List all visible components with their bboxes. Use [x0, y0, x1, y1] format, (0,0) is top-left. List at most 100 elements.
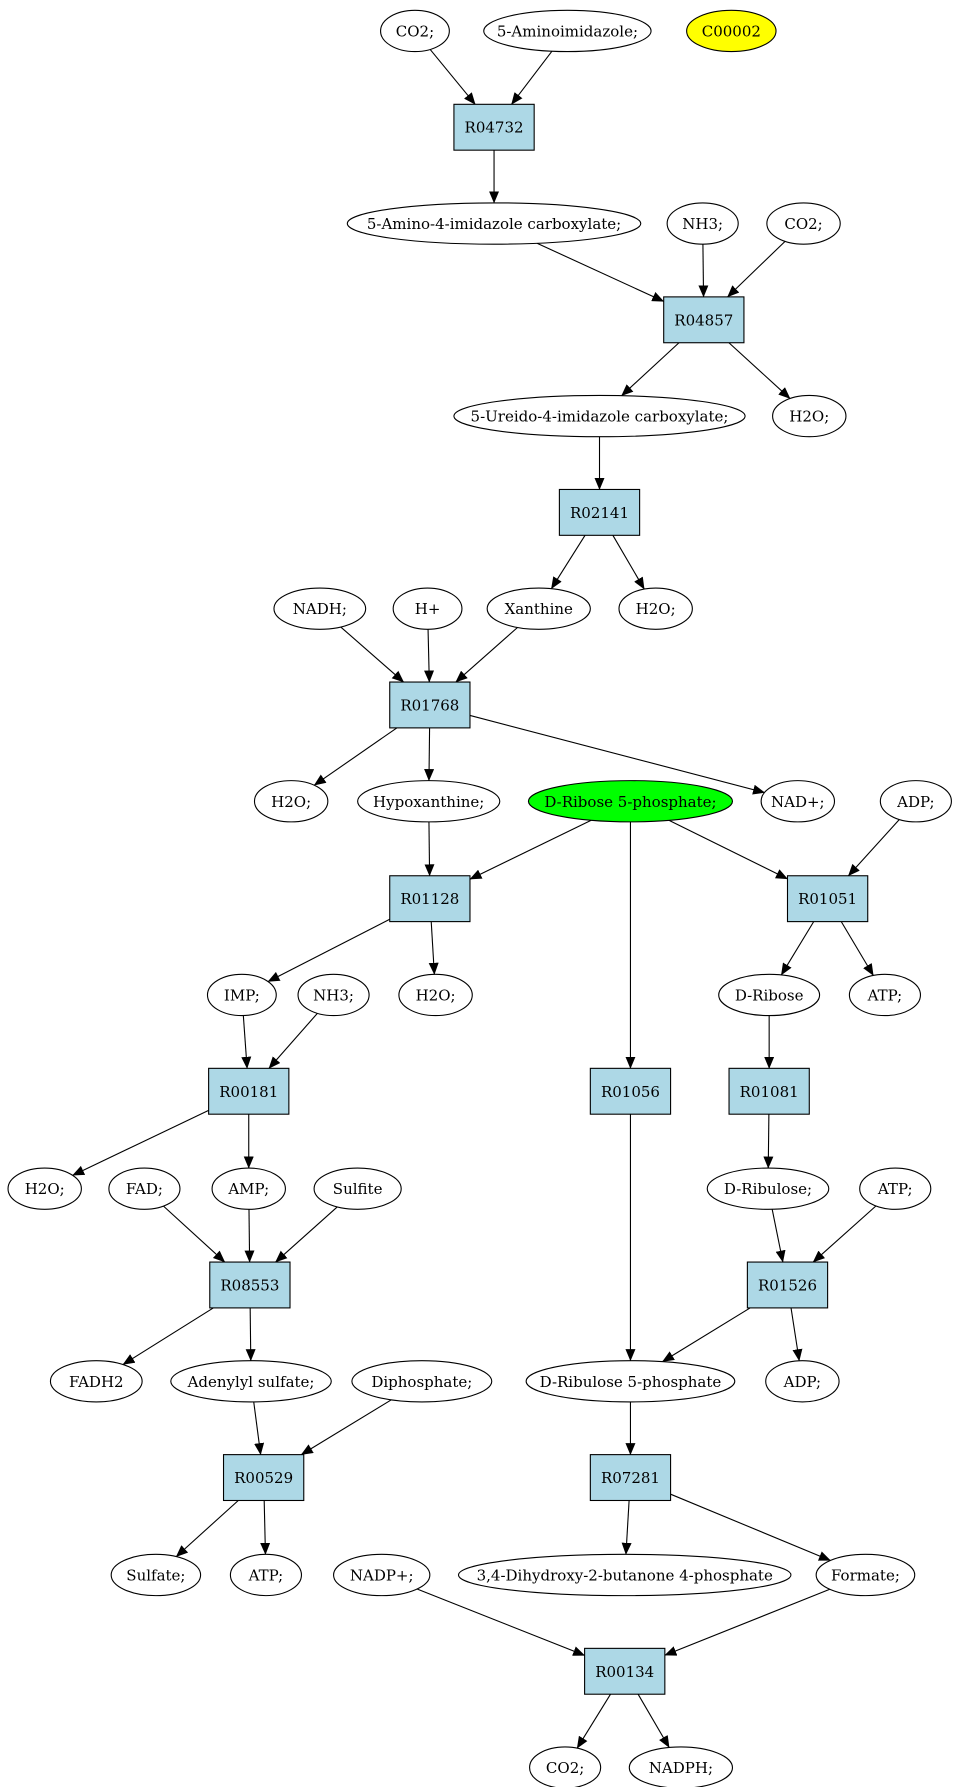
compound-ellipse: [772, 394, 847, 438]
compound-ellipse: [483, 9, 652, 53]
compound-node-dihydroxy[interactable]: 3,4-Dihydroxy-2-butanone 4-phosphate: [457, 1553, 792, 1597]
compound-ellipse: [815, 1553, 916, 1597]
compound-node-hypoxanthine[interactable]: Hypoxanthine;: [357, 780, 501, 823]
compound-node-aminoimidazole[interactable]: 5-Aminoimidazole;: [483, 9, 652, 53]
edge-xanthine-to-r01768: [455, 627, 518, 683]
edge-r00529-to-sulfate: [175, 1500, 239, 1558]
compound-node-diphosphate[interactable]: Diphosphate;: [351, 1360, 493, 1403]
reaction-node-r04732[interactable]: R04732: [453, 103, 535, 151]
compound-node-fad[interactable]: FAD;: [108, 1167, 181, 1210]
edge-r08553-to-adenylyl: [245, 1307, 256, 1362]
node-label: D-Ribulose 5-phosphate: [540, 1373, 722, 1391]
reaction-box: [663, 296, 745, 344]
compound-node-amino_carbox[interactable]: 5-Amino-4-imidazole carboxylate;: [346, 202, 642, 245]
node-label: Formate;: [831, 1566, 900, 1584]
compound-node-sulfite[interactable]: Sulfite: [313, 1167, 402, 1210]
node-label: Sulfate;: [126, 1566, 185, 1584]
node-label: AMP;: [227, 1180, 269, 1198]
compound-node-ribose5p[interactable]: D-Ribose 5-phosphate;: [527, 780, 734, 823]
reaction-box: [589, 1067, 672, 1115]
compound-ellipse: [211, 1167, 286, 1210]
compound-node-atp_c[interactable]: ATP;: [229, 1553, 303, 1597]
compound-node-h2o_d[interactable]: H2O;: [398, 973, 473, 1017]
node-label: 3,4-Dihydroxy-2-butanone 4-phosphate: [477, 1566, 773, 1584]
reaction-node-r00181[interactable]: R00181: [208, 1067, 290, 1115]
node-label: NH3;: [682, 215, 723, 233]
edge-aminoimidazole-to-r04732: [511, 50, 553, 105]
compound-node-ureido_carbox[interactable]: 5-Ureido-4-imidazole carboxylate;: [453, 394, 746, 438]
compound-node-h2o_a[interactable]: H2O;: [772, 394, 847, 438]
compound-ellipse: [7, 1167, 82, 1210]
edge-nadh-to-r01768: [340, 626, 405, 683]
reaction-node-r04857[interactable]: R04857: [663, 296, 745, 344]
edge-r01128-to-imp: [267, 918, 390, 983]
edge-r02141-to-h2o_b: [612, 535, 645, 590]
reaction-node-r01056[interactable]: R01056: [589, 1067, 672, 1115]
compound-node-nh3_a[interactable]: NH3;: [666, 202, 739, 245]
compound-node-adp_b[interactable]: ADP;: [765, 1360, 840, 1403]
compound-node-imp[interactable]: IMP;: [206, 973, 277, 1017]
compound-node-dribose[interactable]: D-Ribose: [718, 973, 821, 1017]
node-label: Hypoxanthine;: [373, 793, 484, 811]
compound-node-nadh[interactable]: NADH;: [273, 587, 367, 630]
compound-node-fadh2[interactable]: FADH2: [49, 1360, 143, 1403]
compound-node-formate[interactable]: Formate;: [815, 1553, 916, 1597]
compound-ellipse: [525, 1360, 736, 1403]
compound-node-h2o_c[interactable]: H2O;: [253, 780, 329, 823]
node-label: FAD;: [126, 1180, 163, 1198]
compound-node-nadpplus[interactable]: NADP+;: [333, 1553, 431, 1597]
compound-node-sulfate[interactable]: Sulfate;: [110, 1553, 202, 1597]
node-label: R08553: [220, 1276, 279, 1294]
compound-node-h2o_e[interactable]: H2O;: [7, 1167, 82, 1210]
node-label: D-Ribulose;: [724, 1180, 812, 1198]
compound-node-c00002[interactable]: C00002: [686, 9, 777, 53]
reaction-node-r01051[interactable]: R01051: [786, 875, 869, 923]
compound-node-atp_b[interactable]: ATP;: [859, 1167, 932, 1210]
node-label: NADH;: [293, 600, 347, 618]
compound-node-hplus[interactable]: H+: [392, 587, 463, 630]
reaction-node-r00529[interactable]: R00529: [222, 1454, 305, 1502]
node-label: H2O;: [789, 408, 829, 426]
node-label: R00181: [219, 1083, 278, 1101]
compound-ellipse: [170, 1360, 332, 1403]
compound-node-co2_a[interactable]: CO2;: [380, 9, 450, 53]
compound-node-amp[interactable]: AMP;: [211, 1167, 286, 1210]
reaction-node-r02141[interactable]: R02141: [558, 488, 641, 536]
node-label: ATP;: [877, 1180, 913, 1198]
compound-ellipse: [628, 1746, 734, 1787]
reaction-node-r07281[interactable]: R07281: [589, 1454, 672, 1502]
reaction-node-r01128[interactable]: R01128: [389, 875, 471, 923]
compound-node-h2o_b[interactable]: H2O;: [618, 587, 693, 630]
compound-ellipse: [527, 780, 734, 823]
compound-ellipse: [380, 9, 450, 53]
node-label: NH3;: [313, 986, 354, 1004]
reaction-node-r00134[interactable]: R00134: [584, 1647, 666, 1695]
compound-node-ribulose5p[interactable]: D-Ribulose 5-phosphate: [525, 1360, 736, 1403]
compound-node-atp_a[interactable]: ATP;: [848, 973, 922, 1017]
node-label: Diphosphate;: [371, 1373, 472, 1391]
compound-node-xanthine[interactable]: Xanthine: [486, 587, 591, 630]
compound-node-co2_c[interactable]: CO2;: [529, 1746, 602, 1787]
compound-node-nadph[interactable]: NADPH;: [628, 1746, 734, 1787]
reaction-node-r01526[interactable]: R01526: [746, 1261, 829, 1309]
edge-r07281-to-dihydroxy: [621, 1500, 632, 1555]
reaction-node-r08553[interactable]: R08553: [209, 1261, 291, 1309]
node-label: R01056: [601, 1083, 660, 1101]
reaction-box: [589, 1454, 672, 1502]
compound-node-nadplus[interactable]: NAD+;: [760, 780, 836, 823]
node-label: H2O;: [636, 600, 676, 618]
reaction-node-r01768[interactable]: R01768: [389, 681, 471, 729]
compound-node-adenylyl[interactable]: Adenylyl sulfate;: [170, 1360, 332, 1403]
compound-node-adp_a[interactable]: ADP;: [879, 780, 952, 823]
compound-ellipse: [398, 973, 473, 1017]
compound-node-nh3_b[interactable]: NH3;: [297, 973, 370, 1017]
edge-r01526-to-adp_b: [790, 1307, 803, 1362]
compound-node-dribulose[interactable]: D-Ribulose;: [706, 1167, 830, 1210]
node-label: C00002: [702, 22, 761, 40]
reaction-box: [222, 1454, 305, 1502]
node-label: R01768: [400, 696, 459, 714]
edge-ribose5p-to-r01128: [469, 819, 592, 880]
reaction-node-r01081[interactable]: R01081: [728, 1067, 810, 1115]
compound-node-co2_b[interactable]: CO2;: [766, 202, 841, 245]
reaction-box: [728, 1067, 810, 1115]
